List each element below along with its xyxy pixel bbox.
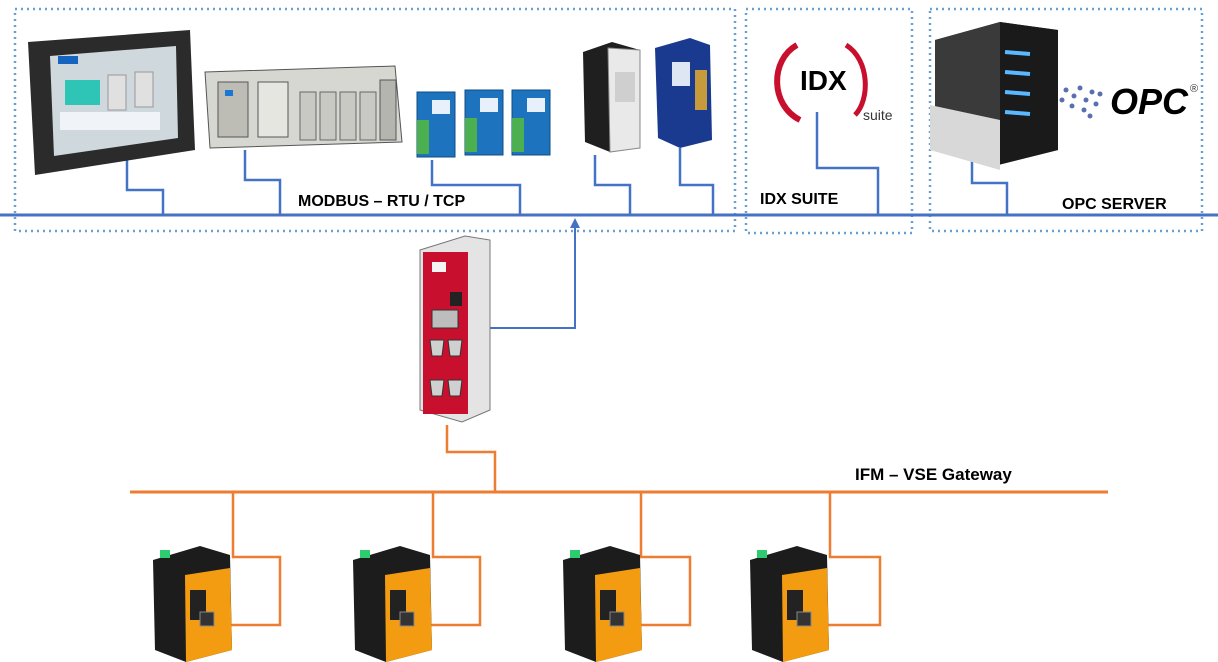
hmi-panel [28, 30, 195, 175]
vse-module-4 [750, 546, 829, 662]
idx-suite-logo: IDX suite [774, 42, 893, 123]
gateway-device [419, 235, 491, 423]
idx-logo-text: IDX [800, 65, 847, 96]
modbus-label: MODBUS – RTU / TCP [298, 193, 465, 210]
io-module-1 [416, 91, 456, 158]
orange-arrowheads [212, 620, 822, 630]
vse-module-1 [153, 546, 232, 662]
plc-rack [204, 65, 403, 149]
orange-drop-lines [220, 492, 882, 627]
vse-module-2 [353, 546, 432, 662]
vse-module-3 [563, 546, 642, 662]
idx-group-box [744, 7, 914, 235]
gateway-link-arrow [570, 218, 580, 228]
opc-server-label: OPC SERVER [1062, 196, 1167, 213]
blue-drop-lines [125, 112, 1009, 215]
anybus-gateway-white [583, 42, 641, 153]
ifm-gateway-label: IFM – VSE Gateway [855, 465, 1012, 484]
opc-logo: OPC ® [1059, 81, 1198, 122]
anybus-gateway-blue [655, 38, 712, 148]
io-module-2 [464, 89, 504, 156]
modbus-group-box [13, 7, 737, 233]
gateway-link-line [490, 225, 576, 329]
io-module-3 [511, 89, 551, 156]
idx-suite-label: IDX SUITE [760, 191, 839, 208]
opc-logo-text: OPC [1110, 81, 1189, 122]
opc-server-tower [930, 22, 1058, 170]
opc-registered-mark: ® [1190, 83, 1198, 95]
idx-logo-subtext: suite [863, 107, 893, 123]
gateway-to-ifm-line [445, 425, 497, 492]
